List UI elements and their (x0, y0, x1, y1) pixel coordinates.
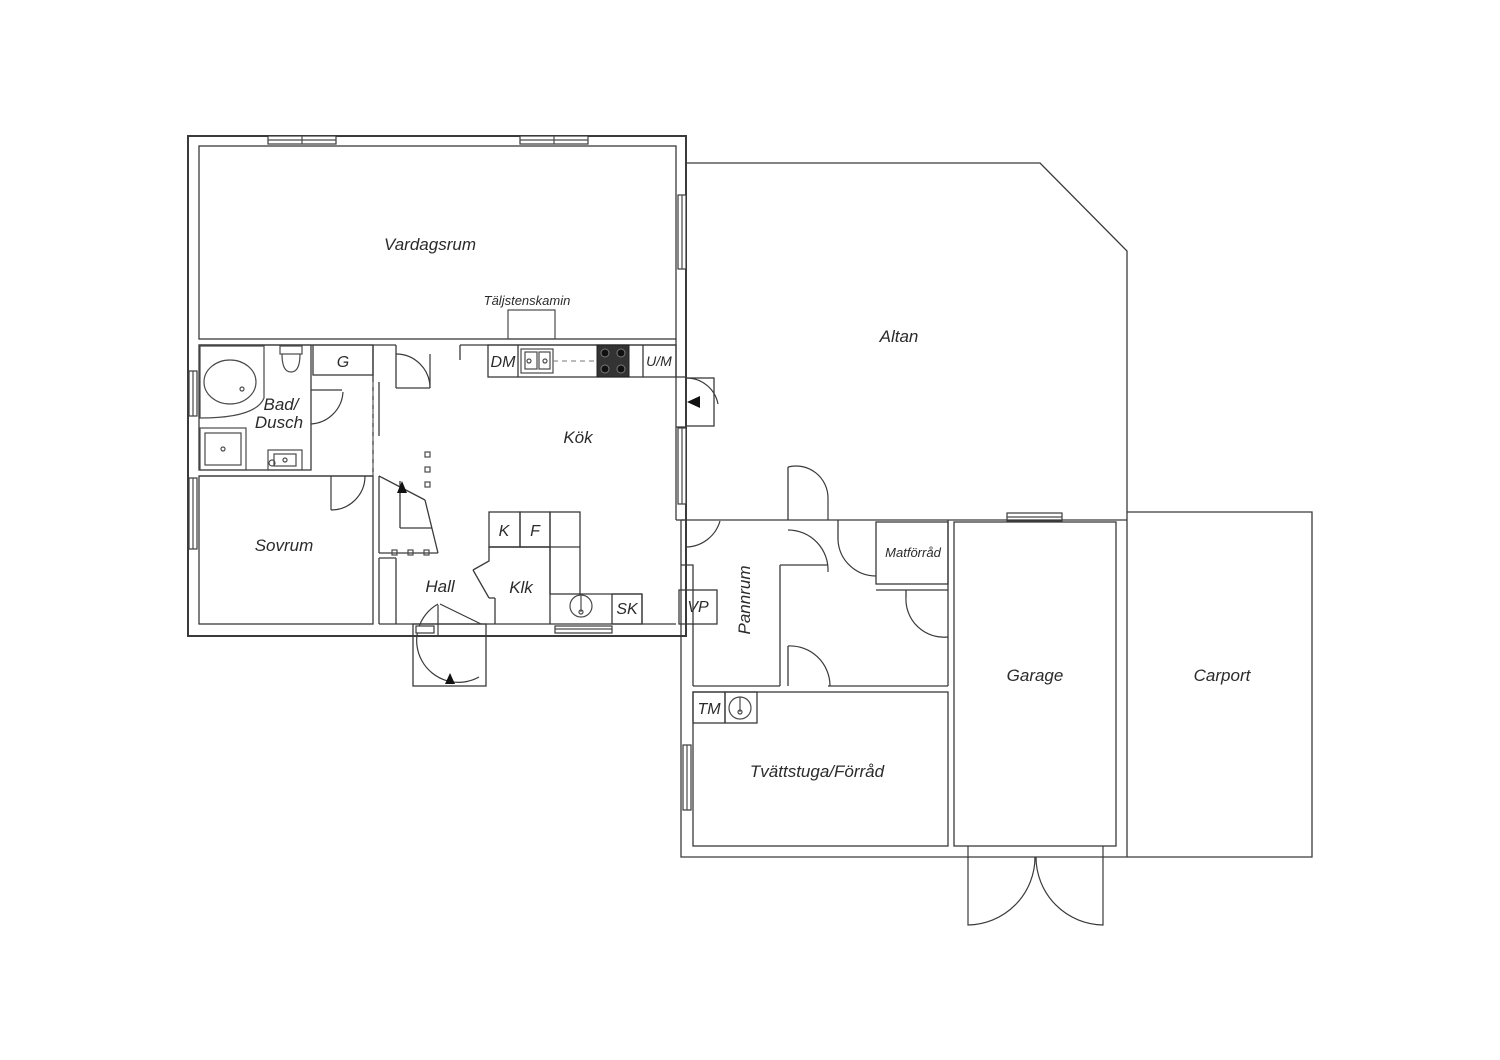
label-pannrum: Pannrum (735, 566, 754, 635)
label-matforrad: Matförråd (885, 545, 941, 560)
fixture-labels: G DM U/M K F SK VP TM (337, 353, 721, 718)
label-vp: VP (687, 599, 709, 616)
stove (596, 344, 630, 378)
label-sk: SK (616, 601, 639, 618)
stair-arrow (397, 481, 407, 493)
label-sovrum: Sovrum (255, 536, 314, 555)
label-tm: TM (697, 701, 721, 718)
annex (678, 465, 1313, 926)
label-bad-line1: Bad/ (264, 395, 301, 414)
altan-door-arrow (687, 396, 700, 408)
stairs (378, 451, 439, 556)
label-garage: Garage (1007, 666, 1064, 685)
washbasin (267, 449, 303, 471)
label-f: F (530, 523, 541, 540)
main-house (187, 135, 721, 687)
entry-arrow (445, 673, 455, 684)
label-um: U/M (646, 353, 672, 369)
label-hall: Hall (425, 577, 456, 596)
label-vardagsrum: Vardagsrum (384, 235, 476, 254)
windows (188, 135, 1063, 811)
label-carport: Carport (1194, 666, 1252, 685)
toilet (279, 345, 303, 355)
bathtub (199, 345, 265, 419)
label-k: K (499, 523, 511, 540)
kitchen-counter (487, 344, 677, 378)
label-klk: Klk (509, 578, 534, 597)
label-kok: Kök (563, 428, 594, 447)
shower (199, 427, 247, 471)
room-labels: Vardagsrum Täljstenskamin Altan Kök Bad/… (255, 235, 1252, 781)
label-g: G (337, 354, 349, 371)
label-bad-line2: Dusch (255, 413, 303, 432)
label-dm: DM (491, 354, 517, 371)
label-taljstenskamin: Täljstenskamin (484, 293, 571, 308)
label-altan: Altan (879, 327, 919, 346)
altan-deck (686, 162, 1128, 857)
label-tvattstuga: Tvättstuga/Förråd (750, 762, 885, 781)
fireplace (507, 309, 556, 340)
